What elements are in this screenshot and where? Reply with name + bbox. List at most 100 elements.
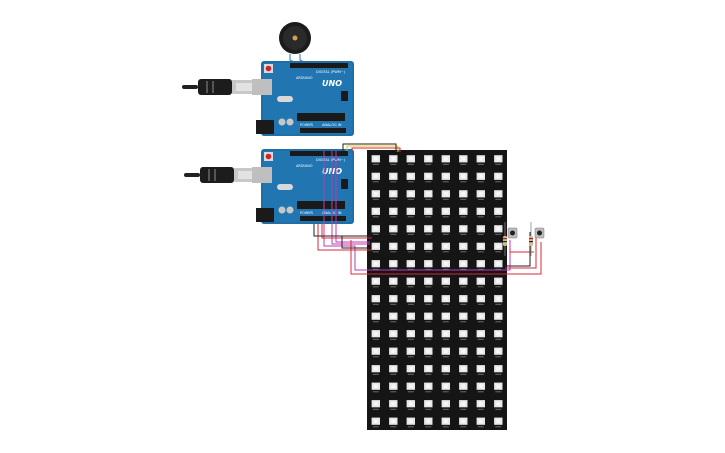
piezo-buzzer[interactable] xyxy=(279,22,311,54)
led-pad-mark xyxy=(495,356,502,358)
led-pixel-core xyxy=(496,384,501,388)
push-button-2[interactable] xyxy=(534,227,545,239)
led-pad-mark xyxy=(390,163,397,165)
led-pad-mark xyxy=(407,391,414,393)
led-pixel-core xyxy=(478,384,483,388)
wire-red-1 xyxy=(317,224,372,251)
wire-black-2 xyxy=(341,236,370,249)
led-pixel-core xyxy=(373,209,378,213)
led-pad-mark xyxy=(425,426,432,428)
led-pad-mark xyxy=(477,268,484,270)
led-pad-mark xyxy=(442,163,449,165)
led-pad-mark xyxy=(390,373,397,375)
led-pixel-core xyxy=(443,261,448,266)
led-pixel-core xyxy=(408,244,413,248)
led-pixel-core xyxy=(443,191,448,196)
arduino-uno-top[interactable]: UNO ARDUINO DIGITAL (PWM~) POWER ANALOG … xyxy=(252,61,354,136)
led-pad-mark xyxy=(425,338,432,340)
led-pixel-core xyxy=(496,156,501,161)
led-pixel-core xyxy=(478,401,483,406)
led-pad-mark xyxy=(372,268,379,270)
led-pad-mark xyxy=(407,286,414,288)
led-pad-mark xyxy=(442,286,449,288)
led-pixel-core xyxy=(443,349,448,353)
push-button-1[interactable] xyxy=(507,227,518,239)
led-pad-mark xyxy=(442,373,449,375)
wire-red-2 xyxy=(321,224,372,239)
led-pad-mark xyxy=(477,391,484,393)
led-pad-mark xyxy=(460,356,467,358)
led-pixel-core xyxy=(391,279,396,283)
led-pad-mark xyxy=(442,408,449,410)
led-pixel-core xyxy=(373,401,378,406)
led-pad-mark xyxy=(390,286,397,288)
led-pad-mark xyxy=(477,356,484,358)
led-pad-mark xyxy=(477,163,484,165)
led-pixel-core xyxy=(461,314,466,318)
led-pixel-core xyxy=(443,366,448,371)
arduino-uno-bottom[interactable]: UNO ARDUINO DIGITAL (PWM~) POWER ANALOG … xyxy=(252,149,354,224)
led-pad-mark xyxy=(372,303,379,305)
led-pixel-core xyxy=(478,191,483,196)
led-pad-mark xyxy=(390,181,397,183)
led-pad-mark xyxy=(495,163,502,165)
led-pad-mark xyxy=(442,181,449,183)
led-pixel-core xyxy=(496,366,501,371)
led-pad-mark xyxy=(460,303,467,305)
led-pad-mark xyxy=(372,391,379,393)
resistor-2[interactable] xyxy=(529,222,533,256)
led-pad-mark xyxy=(477,181,484,183)
led-pad-mark xyxy=(460,426,467,428)
resistor-1[interactable] xyxy=(503,222,507,256)
arduino-top-analog-label: ANALOG IN xyxy=(322,123,342,127)
led-pixel-core xyxy=(496,244,501,248)
led-pixel-core xyxy=(496,296,501,301)
led-pixel-core xyxy=(373,244,378,248)
led-pad-mark xyxy=(407,373,414,375)
led-pad-mark xyxy=(442,426,449,428)
led-pad-mark xyxy=(460,181,467,183)
led-pad-mark xyxy=(407,356,414,358)
led-pixel-core xyxy=(478,209,483,213)
led-pad-mark xyxy=(477,303,484,305)
led-pixel-core xyxy=(443,279,448,283)
led-matrix-panel[interactable] xyxy=(367,150,507,430)
led-pad-mark xyxy=(390,216,397,218)
led-pad-mark xyxy=(460,268,467,270)
wire-magenta-2 xyxy=(335,151,370,243)
led-pad-mark xyxy=(442,338,449,340)
led-pad-mark xyxy=(372,408,379,410)
led-pad-mark xyxy=(372,163,379,165)
led-pixel-core xyxy=(496,349,501,353)
led-pixel-core xyxy=(426,366,431,371)
led-pixel-core xyxy=(478,174,483,178)
wire-black-1 xyxy=(313,224,372,237)
led-pixel-core xyxy=(373,331,378,336)
wires xyxy=(313,143,542,275)
led-pixel-core xyxy=(408,331,413,336)
led-pixel-core xyxy=(426,279,431,283)
usb-cable-top[interactable] xyxy=(182,79,264,95)
led-pad-mark xyxy=(372,426,379,428)
led-pixel-core xyxy=(391,401,396,406)
led-pixel-core xyxy=(391,261,396,266)
led-pixel-core xyxy=(478,349,483,353)
led-pixel-core xyxy=(373,156,378,161)
led-pad-mark xyxy=(372,216,379,218)
wire-magenta-3 xyxy=(323,151,511,271)
led-pixel-core xyxy=(426,401,431,406)
led-pad-mark xyxy=(477,373,484,375)
led-pixel-core xyxy=(373,174,378,178)
led-pixel-core xyxy=(478,156,483,161)
led-pad-mark xyxy=(390,426,397,428)
led-pixel-core xyxy=(408,401,413,406)
led-pixel-core xyxy=(496,331,501,336)
led-pixel-core xyxy=(391,384,396,388)
led-pixel-core xyxy=(478,279,483,283)
led-pixel-core xyxy=(391,209,396,213)
led-pixel-core xyxy=(461,384,466,388)
led-pixel-core xyxy=(496,419,501,423)
led-pad-mark xyxy=(390,251,397,253)
led-pad-mark xyxy=(460,198,467,200)
led-pixel-core xyxy=(443,331,448,336)
